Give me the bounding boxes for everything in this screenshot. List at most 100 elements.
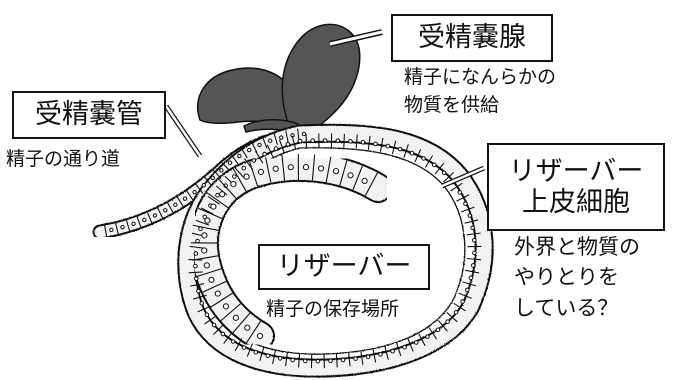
epithelium-description-line-3: している？ — [514, 295, 619, 320]
reservoir-title: リザーバー — [276, 251, 412, 283]
cell-nucleus — [361, 177, 368, 184]
cell-nucleus — [253, 349, 259, 355]
gland-title: 受精嚢腺 — [418, 22, 526, 54]
cell-nucleus — [230, 339, 236, 344]
cell-divider — [461, 206, 475, 213]
cell-divider — [204, 315, 217, 325]
cell-nucleus — [208, 276, 215, 283]
cell-divider — [450, 182, 463, 192]
cell-divider — [204, 176, 213, 187]
cell-nucleus — [201, 183, 206, 188]
epithelial-cells — [104, 128, 482, 369]
cell-divider — [464, 219, 479, 224]
cell-divider — [438, 320, 448, 332]
cell-divider — [220, 303, 241, 322]
cell-divider — [414, 149, 422, 163]
cell-nucleus — [460, 299, 465, 304]
cell-divider — [434, 162, 445, 175]
cell-nucleus — [230, 181, 237, 188]
cell-nucleus — [303, 358, 308, 364]
cell-divider — [223, 331, 233, 344]
cell-divider — [465, 269, 480, 274]
cell-divider — [367, 135, 371, 150]
cell-divider — [232, 168, 247, 192]
cell-divider — [193, 294, 207, 300]
cell-nucleus — [227, 160, 233, 165]
cell-divider — [221, 161, 231, 172]
cell-nucleus — [257, 142, 262, 148]
cell-divider — [232, 312, 251, 334]
cell-divider — [403, 144, 409, 158]
cell-divider — [391, 140, 397, 155]
cell-divider — [245, 320, 262, 344]
cell-divider — [311, 154, 316, 181]
cell-divider — [233, 166, 245, 178]
cell-divider — [297, 128, 300, 141]
cell-nucleus — [441, 170, 447, 176]
cell-divider — [249, 161, 259, 187]
cell-nucleus — [373, 141, 378, 147]
cell-nucleus — [195, 238, 200, 244]
cell-nucleus — [435, 327, 441, 333]
cell-divider — [189, 245, 204, 249]
cell-divider — [262, 136, 268, 149]
epithelium-title-line-1: リザーバー — [508, 155, 644, 187]
cell-nucleus — [273, 146, 279, 151]
cell-nucleus — [268, 138, 273, 143]
cell-nucleus — [192, 189, 197, 195]
cell-nucleus — [315, 358, 321, 364]
cell-nucleus — [470, 263, 476, 268]
cell-nucleus — [365, 354, 371, 360]
cell-divider — [176, 196, 184, 208]
cell-nucleus — [332, 168, 340, 175]
cell-divider — [195, 183, 204, 194]
reservoir-epithelium-label: リザーバー 上皮細胞 — [487, 143, 665, 231]
cell-nucleus — [210, 203, 217, 210]
cell-nucleus — [409, 150, 415, 156]
cell-divider — [259, 347, 265, 362]
cell-divider — [285, 352, 288, 367]
cell-nucleus — [210, 175, 215, 181]
cell-nucleus — [244, 324, 251, 331]
epithelium-title-line-2: 上皮細胞 — [522, 187, 630, 218]
cell-divider — [285, 130, 289, 143]
cell-nucleus — [317, 165, 325, 172]
cell-nucleus — [237, 153, 242, 159]
cell-nucleus — [203, 262, 210, 269]
cell-nucleus — [277, 356, 283, 361]
cell-nucleus — [457, 190, 463, 195]
cell-nucleus — [340, 357, 346, 363]
cell-divider — [192, 255, 219, 261]
cell-divider — [407, 338, 414, 352]
cell-divider — [360, 350, 364, 365]
cell-nucleus — [445, 319, 450, 324]
cell-divider — [188, 271, 203, 274]
cell-divider — [246, 343, 254, 357]
cell-nucleus — [385, 143, 391, 149]
cell-nucleus — [246, 147, 252, 153]
cell-divider — [272, 350, 276, 365]
spermathecal-duct-label: 受精嚢管 — [12, 91, 166, 139]
cell-divider — [443, 171, 455, 183]
cell-divider — [157, 207, 164, 219]
cell-divider — [206, 192, 229, 209]
cell-nucleus — [120, 224, 125, 230]
cell-divider — [266, 144, 274, 158]
cell-nucleus — [279, 135, 284, 140]
cell-nucleus — [251, 158, 257, 163]
cell-divider — [424, 155, 434, 168]
cell-nucleus — [468, 275, 474, 281]
cell-divider — [146, 211, 153, 224]
cell-nucleus — [201, 247, 208, 254]
cell-divider — [197, 305, 211, 313]
cell-divider — [136, 216, 142, 228]
cell-divider — [458, 292, 472, 299]
cell-divider — [240, 147, 248, 159]
duct-description: 精子の通り道 — [6, 146, 120, 174]
cell-divider — [453, 302, 466, 312]
cell-divider — [281, 154, 286, 181]
cell-nucleus — [173, 202, 178, 207]
leader-lines — [163, 29, 485, 189]
cell-divider — [273, 133, 278, 145]
